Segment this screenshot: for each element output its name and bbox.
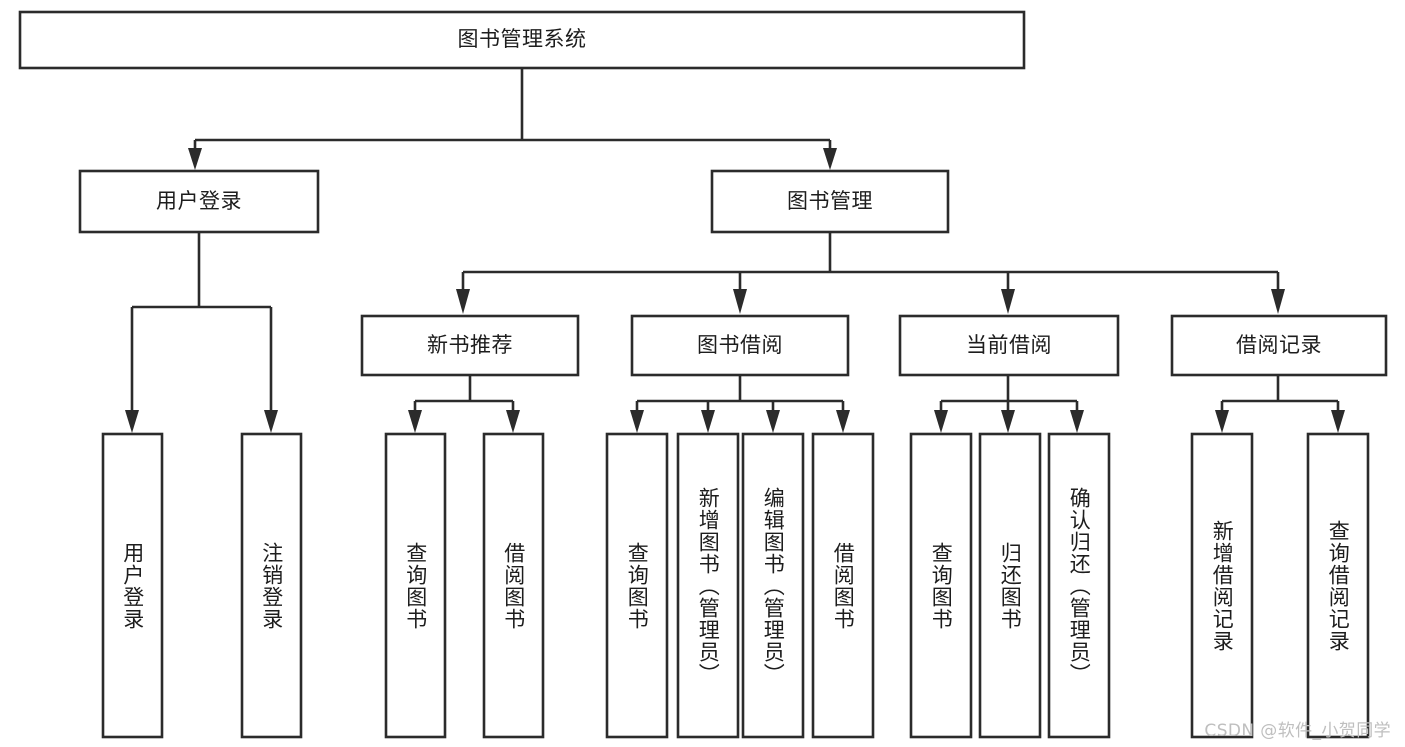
arrow-head-newbook-leaf-1 (408, 410, 422, 433)
leaf-box-borrow-edit[interactable] (741, 432, 805, 739)
arrow-head-currentborrow-leaf-3 (1070, 410, 1084, 433)
node-box-user-login[interactable] (78, 169, 320, 234)
leaf-box-current-confirm[interactable] (1047, 432, 1111, 739)
arrow-head-new-book (456, 289, 470, 314)
leaf-box-borrow-query[interactable] (605, 432, 669, 739)
arrow-head-newbook-leaf-2 (506, 410, 520, 433)
arrow-head-bookborrow-leaf-2 (701, 410, 715, 433)
arrow-head-user-login (188, 148, 202, 170)
leaf-box-newbook-borrow[interactable] (482, 432, 545, 739)
arrow-head-bookborrow-leaf-1 (630, 410, 644, 433)
arrow-head-currentborrow-leaf-2 (1001, 410, 1015, 433)
node-box-root[interactable] (18, 10, 1026, 70)
arrow-head-bookborrow-leaf-4 (836, 410, 850, 433)
leaf-box-logout[interactable] (240, 432, 303, 739)
leaf-box-record-add[interactable] (1190, 432, 1254, 739)
leaf-box-record-query[interactable] (1306, 432, 1370, 739)
leaf-box-user-login[interactable] (101, 432, 164, 739)
node-box-current-borrow[interactable] (898, 314, 1120, 377)
node-box-new-book-recommend[interactable] (360, 314, 580, 377)
arrow-head-book-borrow (733, 289, 747, 314)
leaf-box-current-query[interactable] (909, 432, 973, 739)
leaf-box-newbook-query[interactable] (384, 432, 447, 739)
arrow-head-leaf-logout (264, 410, 278, 433)
node-box-borrow-record[interactable] (1170, 314, 1388, 377)
node-box-book-borrow[interactable] (630, 314, 850, 377)
arrow-head-borrowrecord-leaf-2 (1331, 410, 1345, 433)
leaf-box-current-return[interactable] (978, 432, 1042, 739)
arrow-head-borrowrecord-leaf-1 (1215, 410, 1229, 433)
arrow-head-leaf-user-login (125, 410, 139, 433)
node-box-book-management[interactable] (710, 169, 950, 234)
arrow-head-currentborrow-leaf-1 (934, 410, 948, 433)
arrow-head-current-borrow (1001, 289, 1015, 314)
arrow-head-bookborrow-leaf-3 (766, 410, 780, 433)
arrow-head-borrow-record (1271, 289, 1285, 314)
leaf-box-borrow-add[interactable] (676, 432, 740, 739)
arrow-head-book-mgmt (823, 148, 837, 170)
leaf-box-borrow-lend[interactable] (811, 432, 875, 739)
